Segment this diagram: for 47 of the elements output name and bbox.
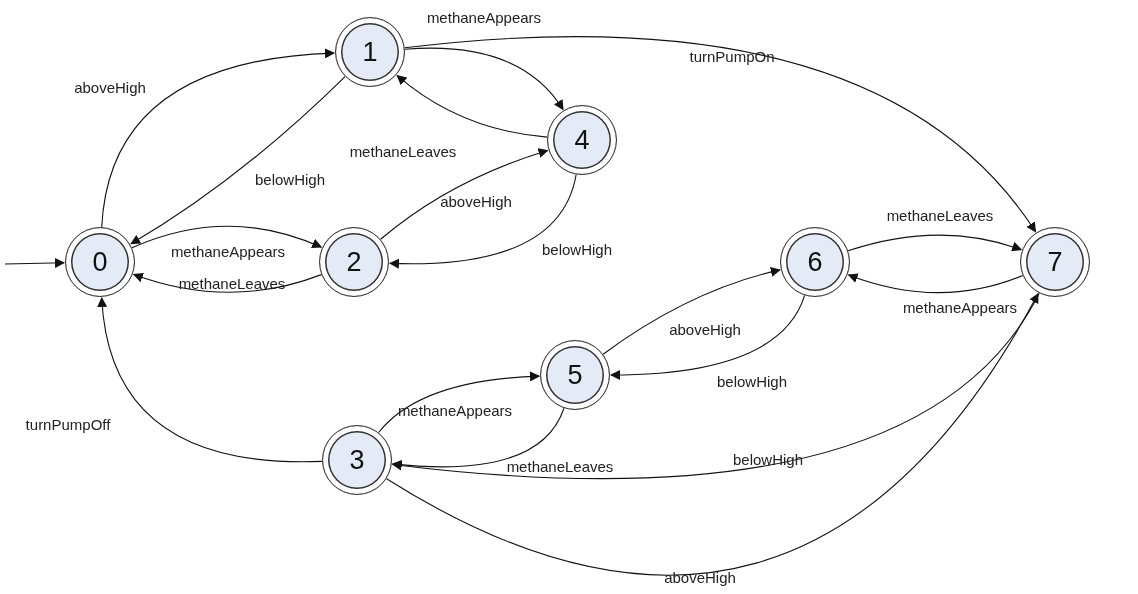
edge-label: methaneAppears <box>170 243 286 261</box>
transition-arrow <box>404 36 1037 233</box>
edge-label: aboveHigh <box>669 321 741 339</box>
transition-arrow <box>847 273 1024 294</box>
edge-label: aboveHigh <box>74 79 146 97</box>
state-number: 7 <box>1047 248 1063 276</box>
state-number: 5 <box>567 361 583 389</box>
transition-arrow <box>388 173 577 269</box>
edge-label: turnPumpOff <box>25 416 111 434</box>
state-number: 1 <box>362 38 378 66</box>
edge-label: methaneLeaves <box>506 458 614 476</box>
edge-label: methaneLeaves <box>349 143 457 161</box>
transition-arrow <box>391 407 565 470</box>
transition-arrow <box>391 292 1040 479</box>
transition-arrow <box>404 47 564 111</box>
transition-arrow <box>4 257 65 268</box>
edge-label: turnPumpOn <box>689 48 775 66</box>
transition-arrow <box>380 148 549 240</box>
transition-arrow <box>130 76 346 245</box>
transition-arrow <box>131 225 323 249</box>
state-number: 6 <box>807 248 823 276</box>
state-circle <box>335 17 405 87</box>
transition-arrow <box>97 296 323 463</box>
transition-arrow <box>396 74 548 138</box>
state-circle <box>1020 227 1090 297</box>
transition-arrow <box>132 272 322 293</box>
transition-arrow <box>602 267 781 355</box>
transition-arrow <box>101 48 335 228</box>
transition-arrow <box>386 292 1039 575</box>
state-number: 4 <box>574 126 590 154</box>
edge-label: methaneLeaves <box>886 207 994 225</box>
edge-label: methaneAppears <box>902 299 1018 317</box>
edge-label: methaneAppears <box>426 9 542 27</box>
edge-label: aboveHigh <box>440 193 512 211</box>
state-number: 0 <box>92 248 108 276</box>
edge-label: belowHigh <box>717 373 787 391</box>
edge-label: belowHigh <box>733 451 803 469</box>
state-number: 3 <box>349 446 365 474</box>
edge-label: methaneLeaves <box>178 275 286 293</box>
transition-arrow <box>847 234 1023 252</box>
edge-label: belowHigh <box>542 241 612 259</box>
transition-arrow <box>378 371 540 434</box>
state-number: 2 <box>346 248 362 276</box>
edge-label: methaneAppears <box>397 402 513 420</box>
edge-label: belowHigh <box>255 171 325 189</box>
edge-label: aboveHigh <box>664 569 736 587</box>
transition-arrow <box>610 294 806 380</box>
